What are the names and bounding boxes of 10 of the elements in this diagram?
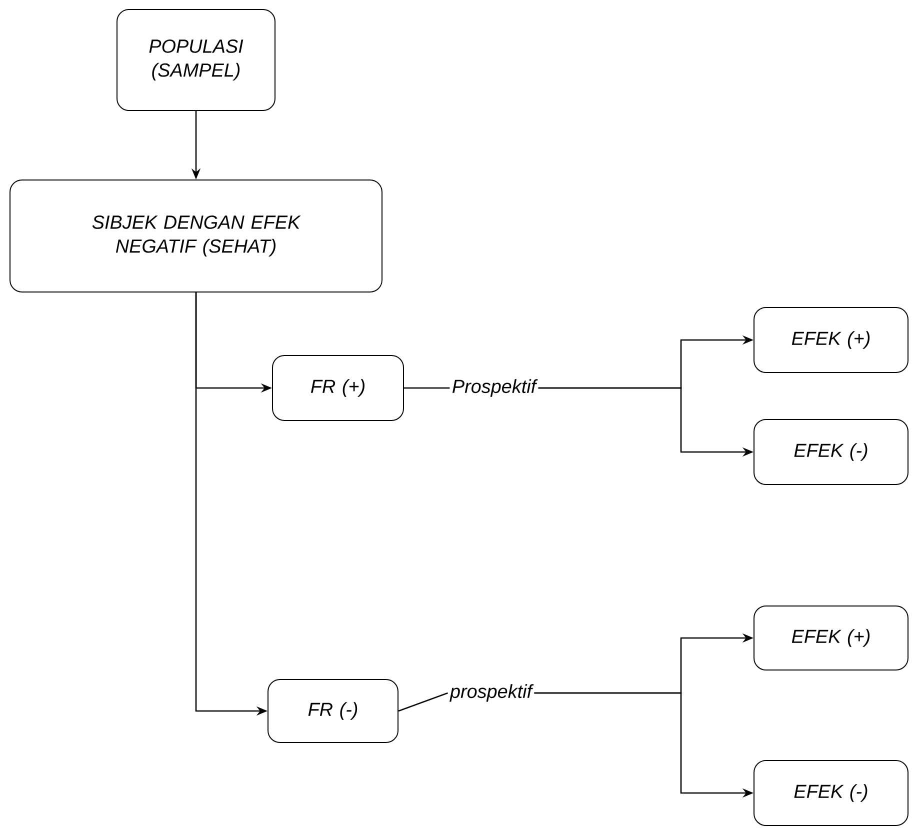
- process-box: EFEK (+): [754, 606, 908, 670]
- process-box: EFEK (-): [754, 760, 908, 826]
- process-box: POPULASI (SAMPEL): [116, 9, 276, 111]
- process-box: SIBJEK DENGAN EFEK NEGATIF (SEHAT): [10, 180, 382, 292]
- edge-label: Prospektif: [452, 379, 538, 397]
- process-box: FR (+): [272, 355, 404, 421]
- edge-label: prospektif: [450, 684, 534, 702]
- process-box: FR (-): [268, 679, 398, 743]
- process-box: EFEK (+): [754, 307, 908, 373]
- process-box: EFEK (-): [754, 419, 908, 485]
